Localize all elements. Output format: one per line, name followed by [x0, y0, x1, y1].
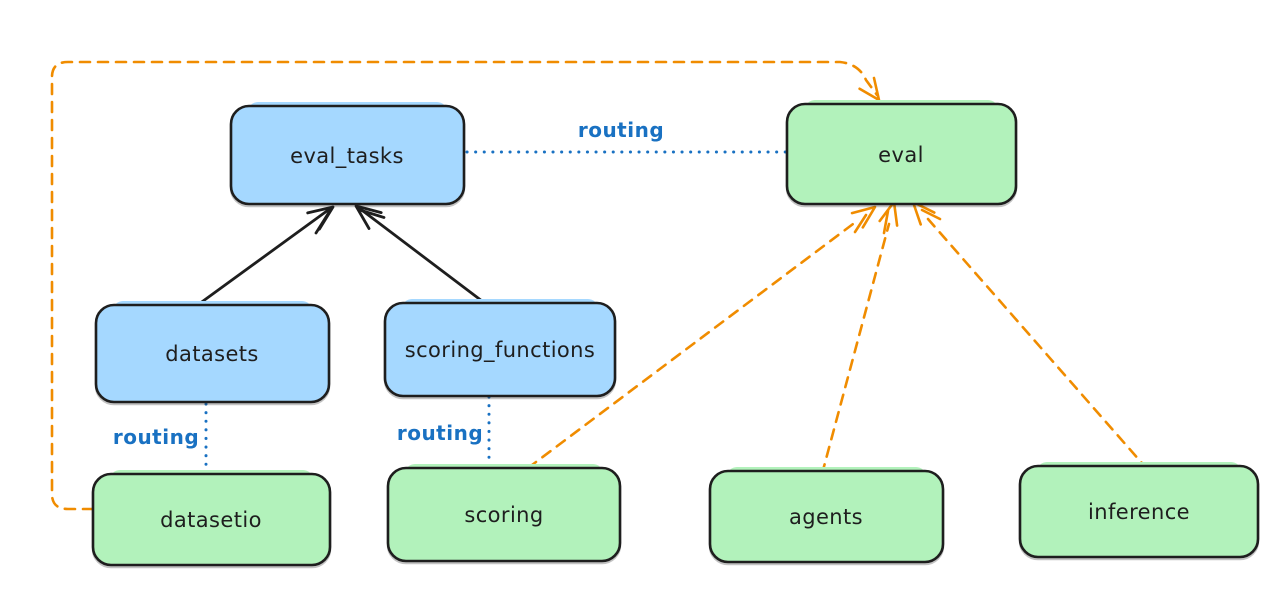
edge-line	[926, 217, 1150, 472]
node-label: eval_tasks	[290, 144, 404, 169]
node-box	[94, 303, 331, 404]
edge-line	[197, 206, 333, 306]
node-scoring-functions: scoring_functions	[383, 299, 617, 398]
edge-label-routing-left: routing	[113, 425, 199, 449]
arrowhead	[354, 204, 383, 230]
node-label: datasetio	[160, 508, 262, 532]
arrowhead-inner	[314, 210, 331, 235]
node-eval-tasks: eval_tasks	[229, 102, 466, 206]
arrowhead-inner	[853, 213, 868, 234]
edge-scoring-to-eval	[526, 205, 877, 470]
edge-inference-to-eval	[911, 200, 1150, 472]
node-datasetio: datasetio	[91, 470, 332, 567]
node-box	[1018, 464, 1260, 559]
node-box	[91, 472, 332, 567]
node-label: datasets	[165, 342, 259, 366]
node-label: agents	[789, 505, 863, 529]
edge-datasets-to-eval-tasks	[197, 205, 335, 306]
node-scoring: scoring	[386, 464, 622, 563]
node-eval: eval	[785, 100, 1018, 206]
node-box	[708, 469, 945, 564]
node-agents: agents	[708, 467, 945, 564]
edge-line	[526, 219, 859, 470]
edge-label-routing-middle: routing	[397, 421, 483, 445]
node-box	[386, 466, 622, 563]
node-datasets: datasets	[94, 301, 331, 404]
node-box	[229, 104, 466, 206]
node-inference: inference	[1018, 462, 1260, 559]
arrowhead-inner	[360, 209, 386, 219]
edge-line	[357, 206, 484, 303]
arrowhead-inner	[882, 209, 890, 235]
edge-line	[50, 60, 879, 511]
node-label: scoring	[464, 503, 543, 527]
edge-scoring-functions-to-eval-tasks	[354, 204, 484, 303]
arrowhead	[850, 205, 877, 229]
arrowhead-inner	[920, 208, 942, 221]
arrowhead	[858, 76, 881, 102]
edge-agents-to-eval	[820, 200, 899, 476]
edge-line	[820, 222, 891, 476]
node-label: inference	[1088, 500, 1190, 524]
edge-label-routing-top: routing	[578, 118, 664, 142]
node-label: eval	[878, 143, 924, 167]
node-box	[383, 301, 617, 398]
node-box	[785, 102, 1018, 206]
node-label: scoring_functions	[405, 338, 595, 363]
